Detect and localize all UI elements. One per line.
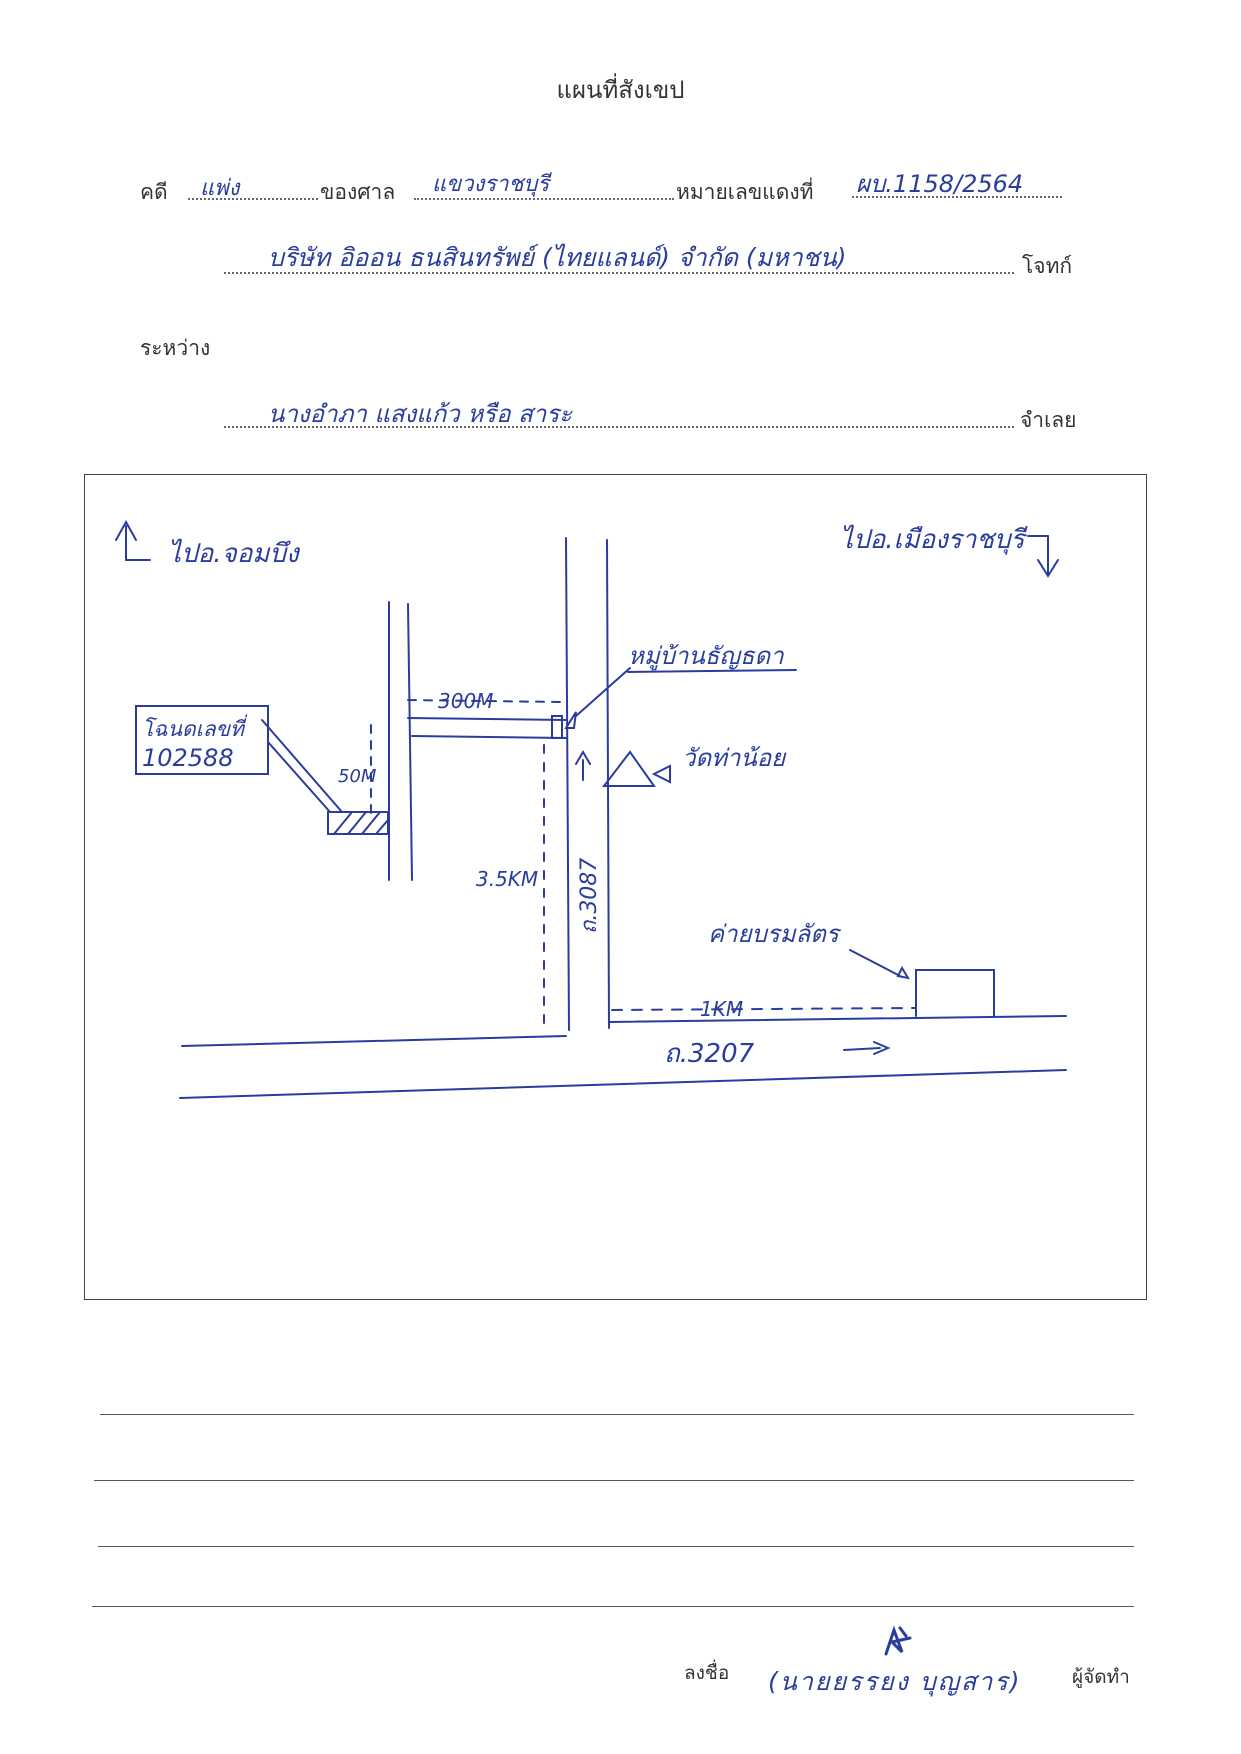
notes-line-1 <box>100 1414 1134 1415</box>
label-50m: 50M <box>338 766 377 787</box>
defendant-line <box>224 426 1014 428</box>
label-to-right: ไปอ.เมืองราชบุรี <box>840 524 1028 555</box>
signature-mark <box>884 1625 912 1656</box>
case-type-line <box>188 198 318 200</box>
road-3087-arrow-head <box>575 750 591 765</box>
plaintiff-name: บริษัท อิออน ธนสินทรัพย์ (ไทยแลนด์) จำกั… <box>268 243 847 272</box>
deed-pointer-1 <box>267 741 331 813</box>
role-label: ผู้จัดทำ <box>1072 1666 1130 1688</box>
label-temple: วัดท่าน้อย <box>682 744 787 772</box>
office-triangle <box>896 965 911 980</box>
black-no-value: ผบ.1158/2564 <box>856 170 1024 198</box>
court-name-line <box>414 198 674 200</box>
signer-name: (นายยรรยง บุญสาร) <box>768 1667 1022 1696</box>
plaintiff-line <box>224 272 1014 274</box>
village-pointer <box>575 667 631 717</box>
case-type-value: แพ่ง <box>200 176 240 201</box>
village-marker <box>551 715 563 739</box>
arrow-down-right-head <box>1037 559 1059 578</box>
arrow-up-left-head <box>115 519 137 541</box>
office-building <box>915 969 995 1017</box>
hatch-3 <box>361 811 381 835</box>
hatch-1 <box>333 811 353 835</box>
road-3207-top-right <box>608 1015 1067 1023</box>
road-3087-left-edge <box>565 537 570 1031</box>
case-label: คดี <box>140 180 168 204</box>
hatch-4 <box>375 819 389 835</box>
road-3207-arrow-shaft <box>843 1047 881 1051</box>
defendant-label: จำเลย <box>1020 408 1077 432</box>
deed-parcel <box>327 811 389 835</box>
office-pointer <box>849 949 901 977</box>
label-300m: 300M <box>438 689 493 713</box>
court-name-value: แขวงราชบุรี <box>432 172 550 197</box>
label-office: ค่ายบรมลัตร <box>708 920 842 948</box>
black-no-label: หมายเลขแดงที่ <box>676 180 814 204</box>
label-deed-line1: โฉนดเลขที่ <box>142 714 248 741</box>
sign-label: ลงชื่อ <box>684 1662 730 1684</box>
label-road-3087: ถ.3087 <box>577 858 602 934</box>
branch-road-top <box>407 717 567 721</box>
soi-right-edge-upper <box>407 603 413 881</box>
notes-line-2 <box>94 1480 1134 1481</box>
defendant-name: นางอำภา แสงแก้ว หรือ สาระ <box>268 400 573 428</box>
village-underline <box>627 669 797 673</box>
temple-arrow <box>651 764 671 784</box>
temple-triangle <box>601 750 656 787</box>
black-no-line <box>852 196 1062 198</box>
plaintiff-label: โจทก์ <box>1022 254 1073 278</box>
deed-label-box <box>135 705 269 775</box>
hatch-2 <box>347 811 367 835</box>
branch-road-bottom <box>411 735 567 739</box>
road-3207-bottom <box>179 1069 1067 1099</box>
label-1km: 1KM <box>700 997 743 1021</box>
sketch-map-frame <box>84 474 1147 1300</box>
notes-line-3 <box>98 1546 1134 1547</box>
between-label: ระหว่าง <box>140 336 211 360</box>
label-road-3207: ถ.3207 <box>664 1039 755 1069</box>
label-deed-line2: 102588 <box>142 744 234 772</box>
village-triangle <box>564 711 577 729</box>
road-3087-right-edge <box>606 539 610 1029</box>
notes-line-4 <box>92 1606 1134 1607</box>
road-3207-arrow-head <box>873 1041 891 1055</box>
dashed-1km <box>611 1007 917 1011</box>
deed-pointer-2 <box>261 719 343 813</box>
label-3-5km: 3.5KM <box>476 867 538 891</box>
label-to-left: ไปอ.จอมบึง <box>168 538 301 569</box>
court-label: ของศาล <box>320 180 396 204</box>
road-3207-top-left <box>181 1035 567 1047</box>
page-title: แผนที่สังเขป <box>556 76 685 104</box>
label-village: หมู่บ้านธัญธดา <box>628 642 785 671</box>
